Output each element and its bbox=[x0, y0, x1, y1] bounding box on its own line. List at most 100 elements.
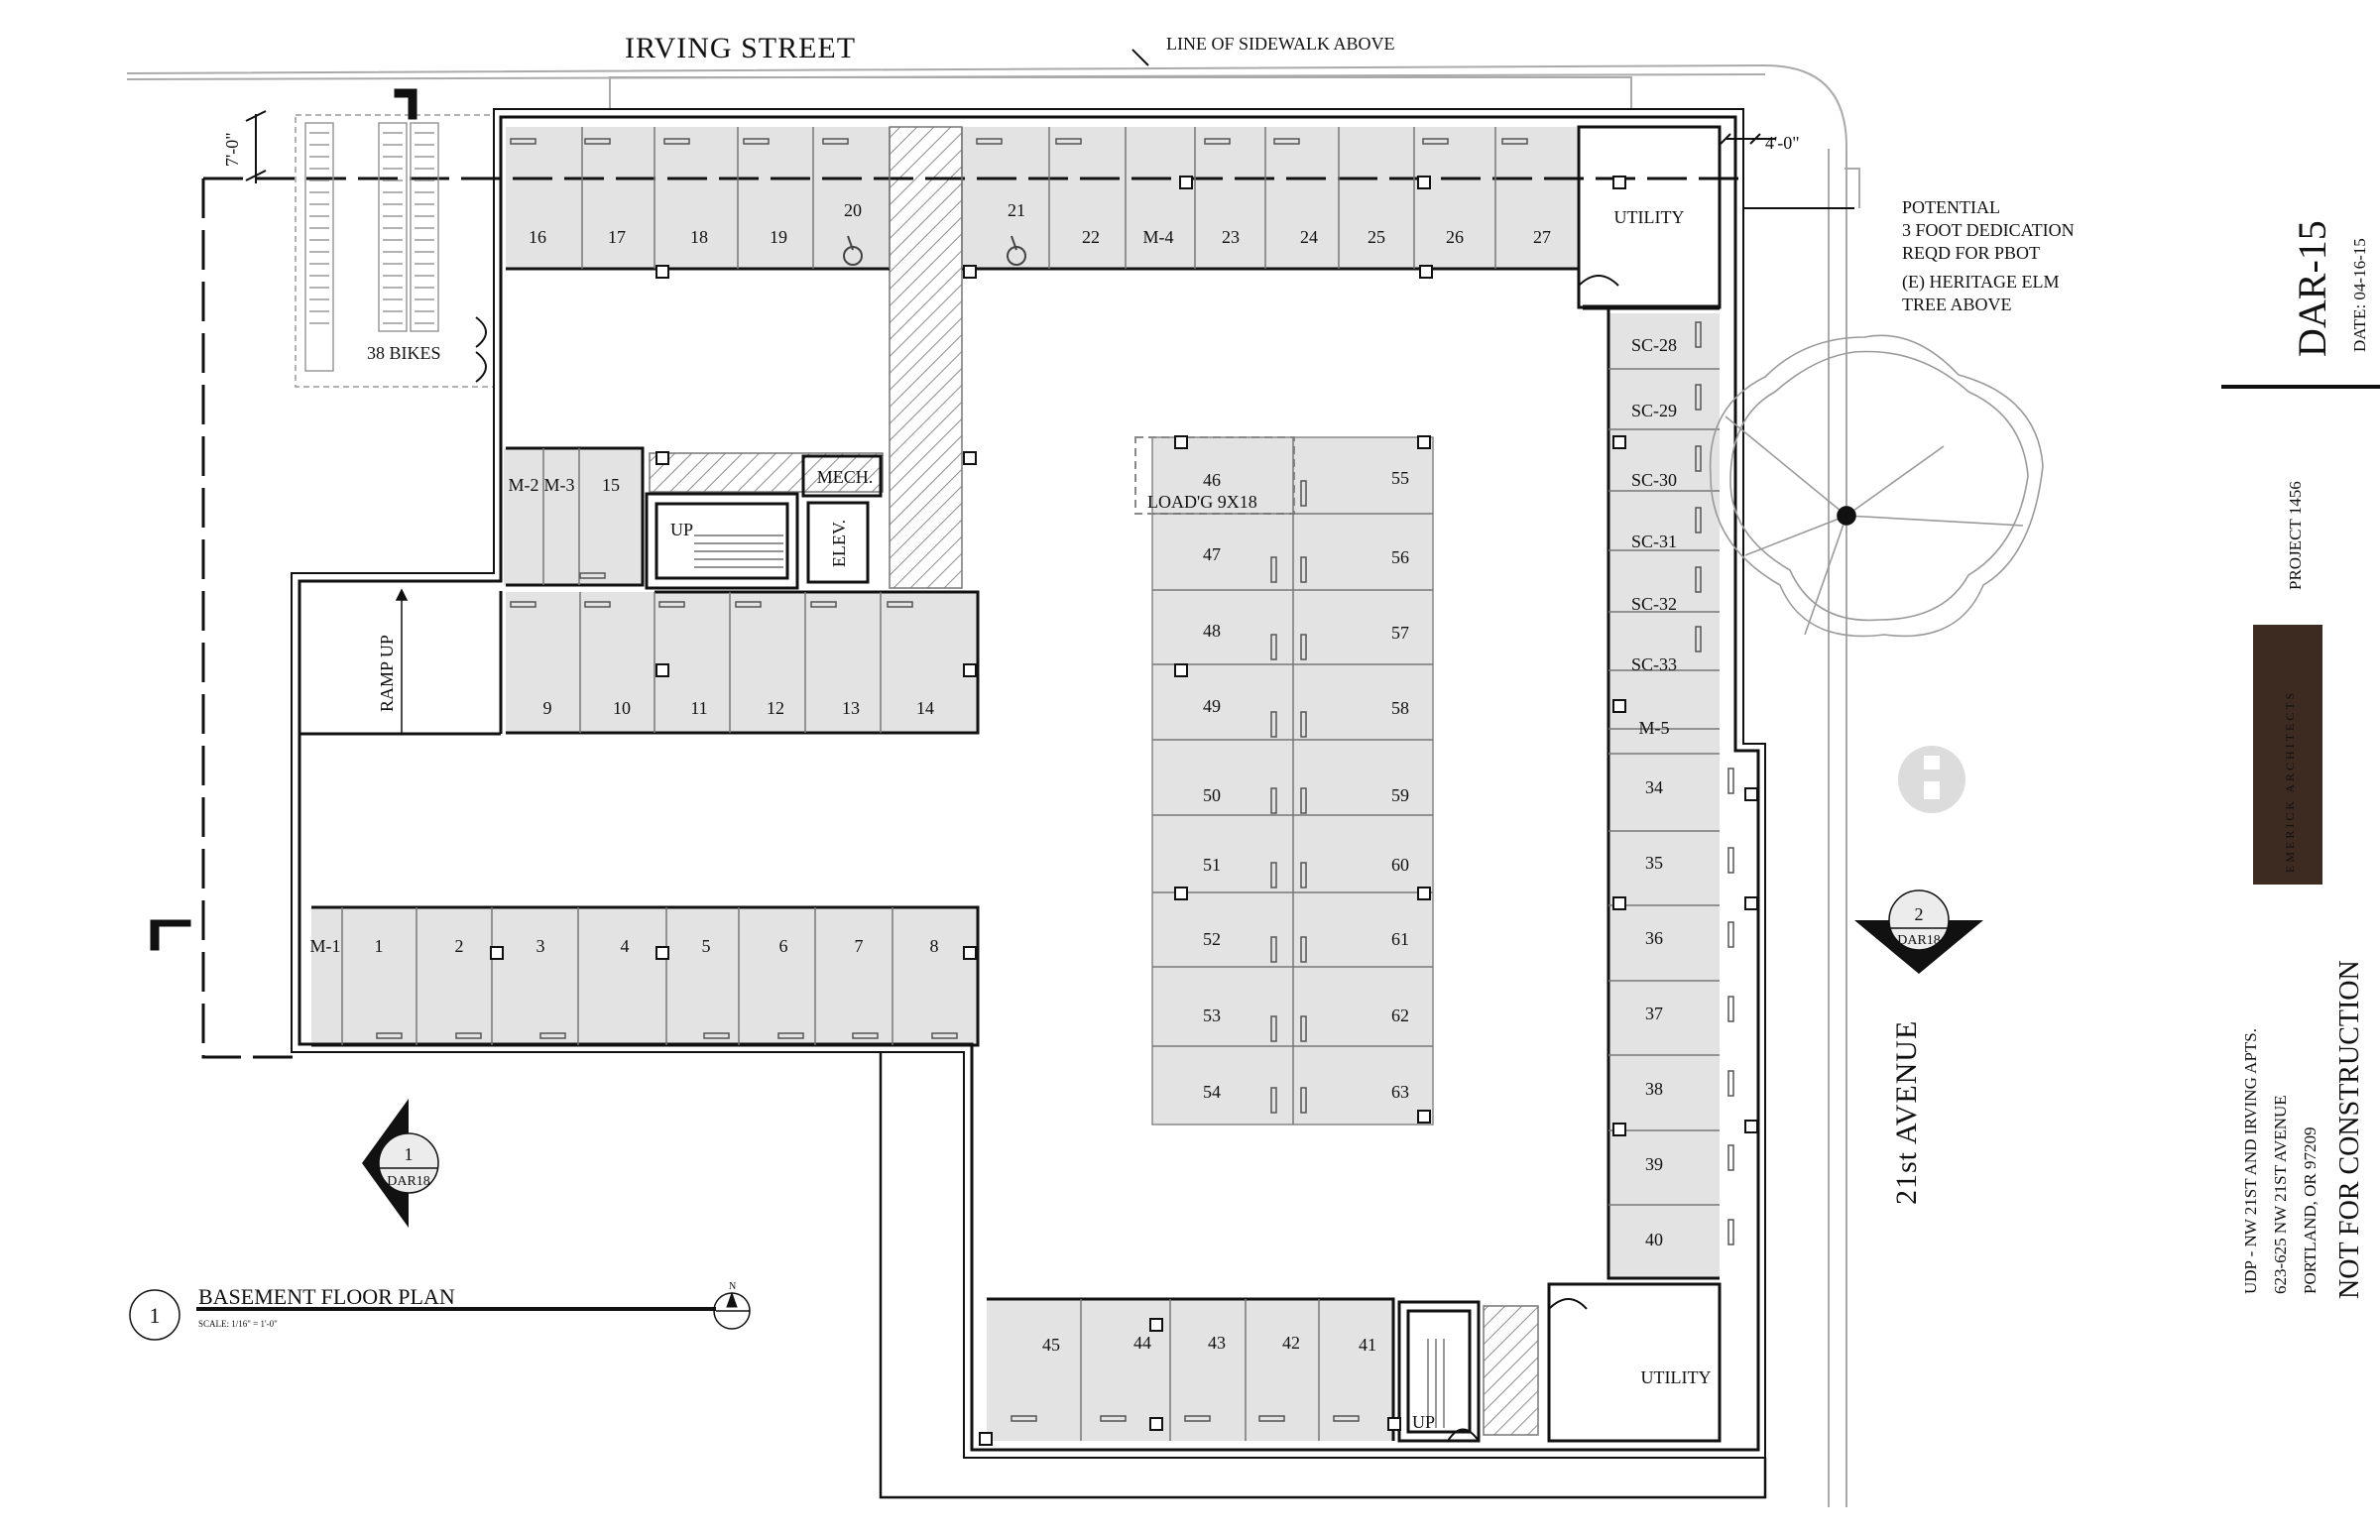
drawing-number: 1 bbox=[150, 1303, 161, 1328]
tree-note-2: TREE ABOVE bbox=[1902, 295, 2012, 314]
stall-label: M-1 bbox=[310, 936, 341, 956]
section-cut-marks bbox=[150, 88, 417, 951]
stall-label: 55 bbox=[1391, 468, 1409, 488]
stall-label: 20 bbox=[844, 200, 862, 220]
stall-label: 63 bbox=[1391, 1082, 1409, 1102]
project-address-1: UDP - NW 21ST AND IRVING APTS. bbox=[2241, 1028, 2260, 1294]
stair-up-label-south: UP bbox=[1412, 1412, 1435, 1432]
stall-label: 61 bbox=[1391, 929, 1409, 949]
bike-parking bbox=[295, 114, 495, 388]
stall-label: 52 bbox=[1203, 929, 1221, 949]
stall-label: M-4 bbox=[1143, 227, 1174, 247]
bike-rack-ticks bbox=[309, 132, 434, 324]
stall-label: 39 bbox=[1645, 1154, 1663, 1174]
stall-label: 21 bbox=[1008, 200, 1025, 220]
dimension-marks bbox=[245, 49, 1854, 209]
dimension-7ft: 7'-0" bbox=[222, 132, 242, 167]
stall-label: 23 bbox=[1222, 227, 1240, 247]
stall-label: 60 bbox=[1391, 855, 1409, 875]
bike-label: 38 BIKES bbox=[367, 343, 441, 363]
stalls-island-left: 46 47 48 49 50 51 52 53 54 bbox=[1203, 470, 1221, 1102]
stall-label: 12 bbox=[767, 698, 784, 718]
section-marker-1-sheet: DAR18 bbox=[387, 1174, 430, 1189]
north-arrow-label: N bbox=[729, 1281, 736, 1292]
stall-label: 13 bbox=[842, 698, 860, 718]
parking-stall-fills bbox=[311, 127, 1720, 1441]
stalls-south-row: M-1 1 2 3 4 5 6 7 8 bbox=[310, 936, 939, 956]
stalls-east-compact: SC-28 SC-29 SC-30 SC-31 SC-32 SC-33 M-5 bbox=[1631, 335, 1677, 738]
stall-label: 5 bbox=[702, 936, 711, 956]
stall-label: 38 bbox=[1645, 1079, 1663, 1099]
title-graphics bbox=[129, 1289, 751, 1341]
stall-label: 17 bbox=[608, 227, 626, 247]
stall-label: 48 bbox=[1203, 621, 1221, 641]
stall-label: 7 bbox=[855, 936, 864, 956]
stair-up-label-north: UP bbox=[670, 520, 693, 539]
project-address-3: PORTLAND, OR 97209 bbox=[2301, 1126, 2320, 1294]
project-number: PROJECT 1456 bbox=[2286, 481, 2305, 590]
sidewalk-note: LINE OF SIDEWALK ABOVE bbox=[1166, 34, 1394, 54]
dedication-note-1: POTENTIAL bbox=[1902, 197, 2000, 217]
stall-label: 42 bbox=[1282, 1333, 1300, 1353]
stair-treads bbox=[694, 534, 1445, 1428]
stall-label: 36 bbox=[1645, 928, 1663, 948]
wheel-stops bbox=[376, 138, 1734, 1422]
stall-label: 58 bbox=[1391, 698, 1409, 718]
construction-status: NOT FOR CONSTRUCTION bbox=[2334, 960, 2365, 1299]
stalls-north-row: 16 17 18 19 20 21 22 M-4 23 24 25 26 27 bbox=[529, 200, 1551, 247]
loading-label: LOAD'G 9X18 bbox=[1147, 492, 1257, 512]
accessible-symbols bbox=[843, 235, 1026, 266]
stall-label: 10 bbox=[613, 698, 631, 718]
stall-label: SC-28 bbox=[1631, 335, 1677, 355]
street-label-irving: IRVING STREET bbox=[625, 32, 856, 64]
stall-label: 44 bbox=[1133, 1333, 1151, 1353]
heritage-elm-tree bbox=[1709, 334, 2044, 638]
stall-label: 43 bbox=[1208, 1333, 1226, 1353]
stall-label: 41 bbox=[1359, 1335, 1376, 1355]
section-marker-2 bbox=[1854, 889, 1983, 974]
elevator: ELEV. bbox=[829, 520, 849, 567]
stall-dividers bbox=[341, 127, 1720, 1441]
stall-label: 26 bbox=[1446, 227, 1464, 247]
stall-label: 40 bbox=[1645, 1230, 1663, 1249]
stall-label: 34 bbox=[1645, 777, 1663, 797]
stall-label: 18 bbox=[690, 227, 708, 247]
dimension-4ft: 4'-0" bbox=[1765, 133, 1800, 153]
stall-label: 14 bbox=[916, 698, 934, 718]
sidewalk-lines bbox=[126, 63, 1860, 1507]
sheet-date: DATE: 04-16-15 bbox=[2350, 238, 2369, 352]
stall-label: 53 bbox=[1203, 1006, 1221, 1025]
section-marker-1-number: 1 bbox=[405, 1144, 414, 1164]
ramp-label: RAMP UP bbox=[377, 635, 397, 712]
stall-label: 8 bbox=[930, 936, 939, 956]
structural-columns bbox=[490, 176, 1758, 1446]
stall-label: 1 bbox=[375, 936, 384, 956]
stall-label: 62 bbox=[1391, 1006, 1409, 1025]
ramp-arrow bbox=[395, 588, 409, 734]
stall-label: M-5 bbox=[1639, 718, 1670, 738]
stall-label: 24 bbox=[1300, 227, 1318, 247]
stall-label: 2 bbox=[455, 936, 464, 956]
stalls-mid-row: 9 10 11 12 13 14 bbox=[543, 698, 935, 718]
stall-label: 59 bbox=[1391, 785, 1409, 805]
stall-label: M-3 bbox=[544, 475, 575, 495]
section-marker-1 bbox=[362, 1099, 439, 1228]
stall-label: 45 bbox=[1042, 1335, 1060, 1355]
stall-label: 22 bbox=[1082, 227, 1100, 247]
mech-room: MECH. bbox=[817, 467, 874, 487]
hatched-structure bbox=[649, 126, 1539, 1436]
stall-label: 47 bbox=[1203, 544, 1221, 564]
dedication-note-3: REQD FOR PBOT bbox=[1902, 243, 2040, 263]
tree-note-1: (E) HERITAGE ELM bbox=[1902, 272, 2060, 293]
utility-room-south: UTILITY bbox=[1641, 1367, 1712, 1387]
section-marker-2-number: 2 bbox=[1915, 904, 1924, 924]
drawing-title: BASEMENT FLOOR PLAN bbox=[198, 1284, 455, 1309]
stall-label: 37 bbox=[1645, 1004, 1663, 1023]
building-walls bbox=[291, 108, 1767, 1499]
title-block-frame bbox=[2221, 385, 2380, 885]
stall-label: M-2 bbox=[509, 475, 539, 495]
stalls-east-row: 34 35 36 37 38 39 40 bbox=[1645, 777, 1663, 1249]
stall-label: SC-32 bbox=[1631, 594, 1677, 614]
stall-label: SC-29 bbox=[1631, 401, 1677, 420]
